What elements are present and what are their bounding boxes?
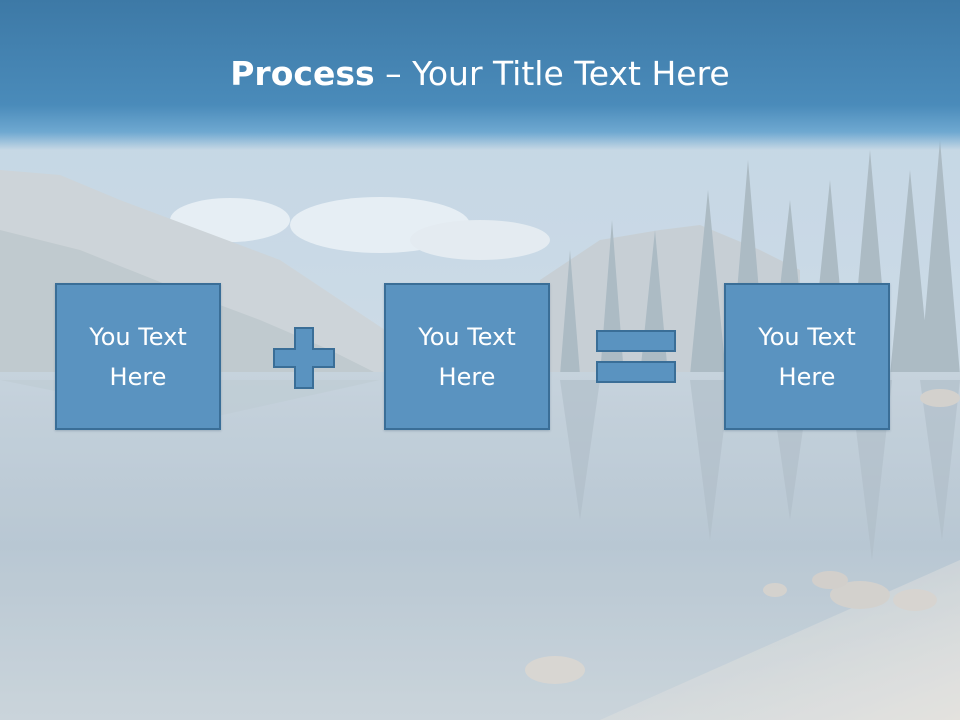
slide-title-bold: Process	[230, 54, 375, 93]
slide-title-rest: – Your Title Text Here	[374, 54, 730, 93]
plus-icon	[273, 327, 335, 389]
title-bar	[0, 0, 960, 150]
process-box-2[interactable]: You Text Here	[384, 283, 550, 430]
slide-title[interactable]: Process – Your Title Text Here	[0, 52, 960, 96]
process-box-3-text: You Text Here	[758, 322, 856, 391]
process-box-3[interactable]: You Text Here	[724, 283, 890, 430]
process-box-1-text: You Text Here	[89, 322, 187, 391]
process-box-2-text: You Text Here	[418, 322, 516, 391]
process-box-1[interactable]: You Text Here	[55, 283, 221, 430]
equals-icon	[596, 330, 676, 383]
